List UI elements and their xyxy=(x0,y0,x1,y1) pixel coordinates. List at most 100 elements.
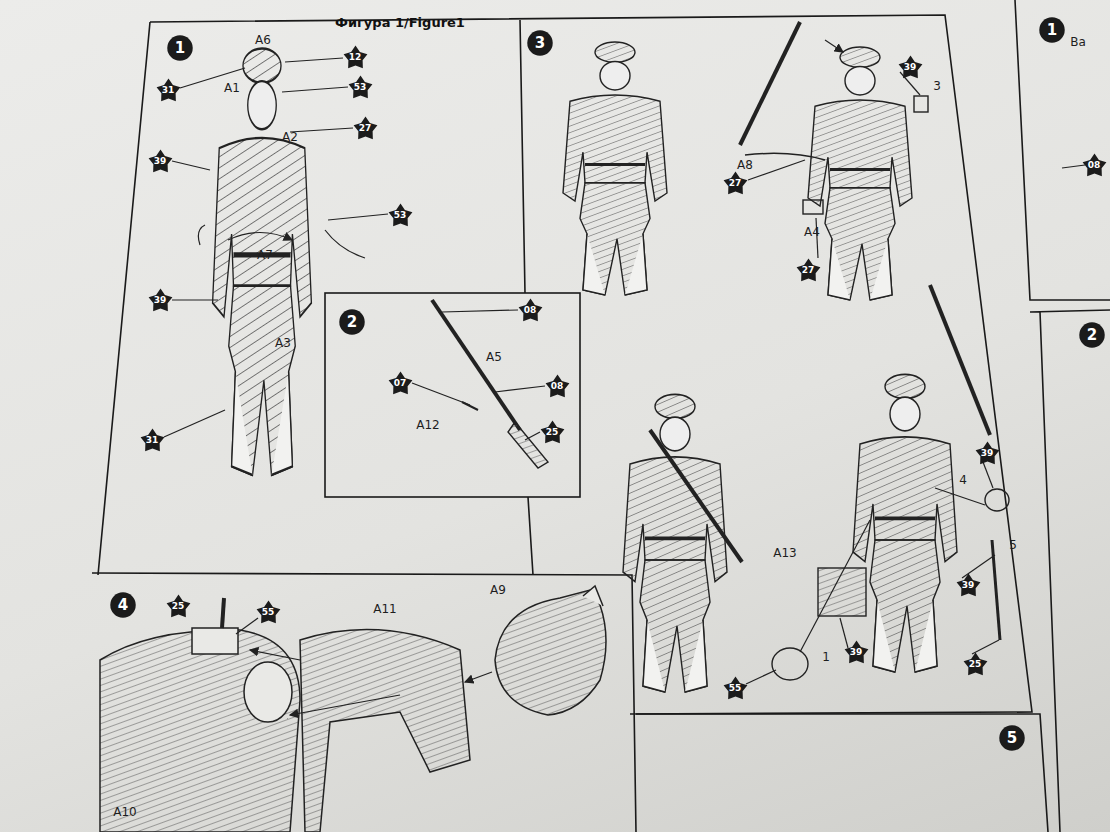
drawing-part xyxy=(840,618,848,648)
callout-star: 39 xyxy=(844,640,869,665)
drawing-part xyxy=(898,55,922,78)
callout-star: 25 xyxy=(166,594,191,619)
part-label: A4 xyxy=(804,226,820,238)
drawing-part xyxy=(100,586,606,832)
callout-number: 55 xyxy=(729,684,742,693)
callout-star: 53 xyxy=(348,75,373,100)
drawing-part xyxy=(300,630,470,832)
callout-number: 39 xyxy=(850,648,863,657)
part-label: A13 xyxy=(773,547,796,559)
callout-star: 25 xyxy=(540,420,565,445)
callout-number: 08 xyxy=(1088,161,1101,170)
drawing-part xyxy=(328,214,388,220)
drawing-part xyxy=(325,293,580,497)
drawing-part xyxy=(1079,322,1104,347)
callout-number: 39 xyxy=(904,63,917,72)
drawing-part xyxy=(983,462,993,488)
drawing-part xyxy=(623,394,727,692)
drawing-part xyxy=(963,652,987,675)
callout-star: 39 xyxy=(975,441,1000,466)
drawing-part xyxy=(972,640,999,654)
step-number: 3 xyxy=(535,36,545,51)
drawing-part xyxy=(723,676,747,699)
callout-star: 31 xyxy=(140,428,165,453)
part-label: Ba xyxy=(1070,36,1086,48)
drawing-part xyxy=(583,586,603,606)
drawing-part xyxy=(745,153,825,160)
callout-star: 27 xyxy=(353,116,378,141)
drawing-part xyxy=(412,383,470,405)
callout-number: 12 xyxy=(349,53,362,62)
callout-star: 39 xyxy=(898,55,923,80)
drawing-part xyxy=(244,662,292,722)
callout-star: 39 xyxy=(148,149,173,174)
drawing-part xyxy=(236,618,492,715)
drawing-part xyxy=(442,310,518,312)
drawing-part xyxy=(914,96,928,112)
step-badge: 4 xyxy=(110,592,136,618)
part-label: 1 xyxy=(822,651,830,663)
callout-number: 39 xyxy=(154,296,167,305)
drawing-part xyxy=(992,540,1000,640)
callout-star: 55 xyxy=(256,600,281,625)
callout-number: 39 xyxy=(981,449,994,458)
part-label: A7 xyxy=(257,249,273,261)
part-label: A9 xyxy=(490,584,506,596)
callout-number: 39 xyxy=(154,157,167,166)
drawing-part xyxy=(1062,165,1085,168)
drawing-part xyxy=(525,432,540,440)
drawing-part xyxy=(825,40,843,52)
drawing-part xyxy=(228,233,292,241)
drawing-part xyxy=(92,0,1110,832)
drawing-part xyxy=(213,48,312,475)
drawing-part xyxy=(650,22,1009,684)
drawing-part xyxy=(192,628,238,654)
callout-number: 07 xyxy=(394,379,407,388)
step-badge: 3 xyxy=(527,30,553,56)
step-badge: 2 xyxy=(339,309,365,335)
part-label: A2 xyxy=(282,131,298,143)
callout-number: 08 xyxy=(551,382,564,391)
drawing-part xyxy=(985,489,1009,511)
drawing-part xyxy=(465,672,492,682)
drawing-part xyxy=(803,200,823,214)
part-label: A11 xyxy=(373,603,396,615)
drawing-part xyxy=(290,695,400,715)
step-number: 5 xyxy=(1007,731,1017,746)
step-number: 4 xyxy=(118,598,128,613)
part-label: A8 xyxy=(737,159,753,171)
callout-star: 53 xyxy=(388,203,413,228)
callout-star: 08 xyxy=(545,374,570,399)
drawing-part xyxy=(353,116,377,139)
drawing-part xyxy=(148,288,172,311)
drawing-part xyxy=(256,600,280,623)
drawing-part xyxy=(818,568,866,616)
callout-star: 39 xyxy=(956,573,981,598)
callout-star: 55 xyxy=(723,676,748,701)
drawing-part xyxy=(285,58,343,62)
part-label: A12 xyxy=(416,419,439,431)
drawing-part xyxy=(650,430,742,562)
drawing-part xyxy=(816,218,818,258)
drawing-part xyxy=(98,22,150,575)
callout-star: 27 xyxy=(796,258,821,283)
drawing-part xyxy=(250,650,300,660)
callout-number: 55 xyxy=(262,608,275,617)
drawing-part xyxy=(975,441,999,464)
drawing-part xyxy=(563,42,667,295)
callout-star: 12 xyxy=(343,45,368,70)
drawing-part xyxy=(198,225,365,258)
drawing-part xyxy=(156,78,180,101)
callout-number: 25 xyxy=(969,660,982,669)
drawing-part xyxy=(527,30,552,55)
callout-number: 25 xyxy=(546,428,559,437)
drawing-part xyxy=(772,648,808,680)
drawing-part xyxy=(746,670,776,684)
drawing-part xyxy=(92,573,636,832)
part-label: 4 xyxy=(959,474,967,486)
drawing-part xyxy=(999,725,1024,750)
drawing-part xyxy=(110,592,135,617)
drawing-part xyxy=(1015,0,1110,832)
